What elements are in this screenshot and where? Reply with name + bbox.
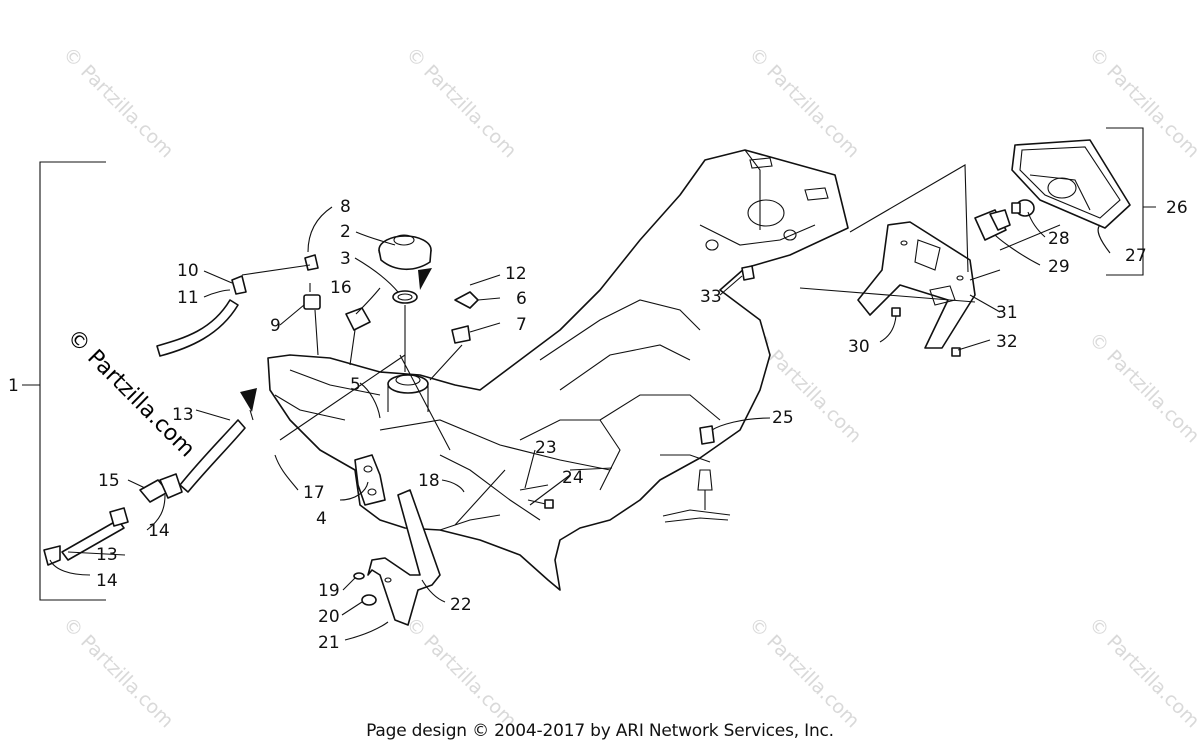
callout-25: 25 — [772, 408, 794, 428]
washer-19[interactable] — [353, 572, 365, 580]
callout-5: 5 — [350, 375, 361, 395]
callout-26: 26 — [1166, 198, 1188, 218]
screw-32[interactable] — [951, 347, 961, 357]
assembly-line — [249, 354, 451, 451]
watermark-text: © Partzilla.com — [1084, 43, 1200, 162]
socket-29[interactable] — [974, 209, 1011, 241]
watermark-text: © Partzilla.com — [1084, 613, 1200, 732]
mounting-bracket-22[interactable] — [367, 489, 441, 626]
screw-33[interactable] — [741, 265, 755, 281]
callout-23: 23 — [535, 438, 557, 458]
arrow-marker — [240, 388, 257, 412]
leader-lines — [49, 206, 1111, 641]
callout-19: 19 — [318, 581, 340, 601]
fuel-tank-assembly[interactable] — [267, 149, 849, 591]
callout-29: 29 — [1048, 257, 1070, 277]
callout-7: 7 — [516, 315, 527, 335]
callout-31: 31 — [996, 303, 1018, 323]
callout-32: 32 — [996, 332, 1018, 352]
callout-30: 30 — [848, 337, 870, 357]
grommet-9[interactable] — [303, 294, 321, 310]
callout-17: 17 — [303, 483, 325, 503]
callout-14a: 14 — [148, 521, 170, 541]
fitting-6[interactable] — [454, 291, 479, 309]
callout-2: 2 — [340, 222, 351, 242]
callout-15: 15 — [98, 471, 120, 491]
watermark-text: © Partzilla.com — [401, 43, 520, 162]
fitting-7[interactable] — [451, 325, 471, 344]
callout-27: 27 — [1125, 246, 1147, 266]
callout-24: 24 — [562, 468, 584, 488]
callout-13b: 13 — [96, 545, 118, 565]
assembly-line — [241, 264, 463, 381]
fitting-10[interactable] — [231, 275, 247, 295]
assembly-line — [799, 164, 1061, 303]
watermark-text: © Partzilla.com — [1084, 328, 1200, 447]
callout-3: 3 — [340, 249, 351, 269]
callout-4: 4 — [316, 509, 327, 529]
watermark-text: © Partzilla.com — [58, 613, 177, 732]
watermark-text: © Partzilla.com — [744, 43, 863, 162]
callout-10: 10 — [177, 261, 199, 281]
watermark-text: © Partzilla.com — [401, 613, 520, 732]
callout-labels: 1 2 3 4 5 6 7 8 9 10 11 12 13 13 14 14 1… — [8, 197, 1188, 653]
plug-16[interactable] — [345, 307, 371, 331]
callout-13a: 13 — [172, 405, 194, 425]
callout-1: 1 — [8, 376, 19, 396]
callout-20: 20 — [318, 607, 340, 627]
nut-20[interactable] — [361, 594, 377, 606]
callout-16: 16 — [330, 278, 352, 298]
callout-28: 28 — [1048, 229, 1070, 249]
bolt-25[interactable] — [699, 425, 715, 445]
callout-21: 21 — [318, 633, 340, 653]
fuel-line[interactable] — [43, 419, 246, 566]
group-bracket-26 — [1106, 127, 1156, 276]
callout-14b: 14 — [96, 571, 118, 591]
footer-copyright: Page design © 2004-2017 by ARI Network S… — [366, 721, 834, 741]
callout-6: 6 — [516, 289, 527, 309]
vent-hose-11[interactable] — [156, 299, 239, 357]
vent-fitting-8[interactable] — [304, 254, 319, 271]
callout-22: 22 — [450, 595, 472, 615]
callout-33: 33 — [700, 287, 722, 307]
screw-30[interactable] — [891, 307, 901, 317]
taillight[interactable] — [1011, 139, 1131, 229]
assembly-line — [454, 467, 613, 526]
callout-12: 12 — [505, 264, 527, 284]
callout-11: 11 — [177, 288, 199, 308]
watermark-text: © Partzilla.com — [58, 43, 177, 162]
watermark-text: © Partzilla.com — [744, 613, 863, 732]
bulb-28[interactable] — [1011, 199, 1035, 217]
taillight-bracket[interactable] — [857, 221, 976, 349]
callout-18: 18 — [418, 471, 440, 491]
callout-8: 8 — [340, 197, 351, 217]
group-bracket-1 — [22, 161, 106, 601]
callout-9: 9 — [270, 316, 281, 336]
cap-gasket[interactable] — [392, 290, 418, 304]
bolt-23[interactable] — [519, 484, 554, 509]
arrow-marker — [418, 268, 432, 290]
fuel-cap[interactable] — [378, 234, 432, 271]
